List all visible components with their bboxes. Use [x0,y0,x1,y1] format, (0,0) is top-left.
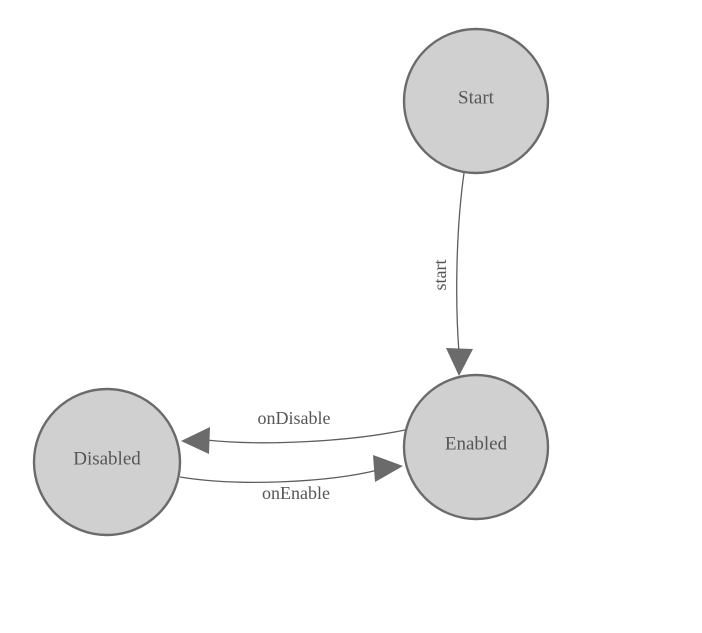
node-disabled[interactable]: Disabled [32,387,182,537]
node-start[interactable]: Start [402,27,550,175]
node-start-label: Start [458,87,495,108]
edge-disabled-to-enabled-path [179,469,379,483]
edge-label-start: start [430,260,450,291]
edge-label-ondisable: onDisable [258,408,331,428]
node-enabled-circle [402,373,550,521]
edge-disabled-to-enabled-arrowhead [373,455,403,482]
edge-start-to-enabled-arrowhead [446,348,473,376]
edge-start-to-enabled-path [456,172,465,354]
edge-enabled-to-disabled-arrowhead [181,427,210,454]
node-enabled[interactable]: Enabled [402,373,550,521]
edge-disabled-to-enabled[interactable]: onEnable [179,455,403,503]
node-enabled-label: Enabled [445,433,508,454]
edge-enabled-to-disabled-path [205,428,411,444]
node-disabled-label: Disabled [73,448,141,469]
edge-enabled-to-disabled[interactable]: onDisable [181,408,411,454]
edge-label-onenable: onEnable [262,483,330,503]
node-start-circle [402,27,550,175]
node-disabled-circle [32,387,182,537]
edge-start-to-enabled[interactable]: start [430,172,473,376]
